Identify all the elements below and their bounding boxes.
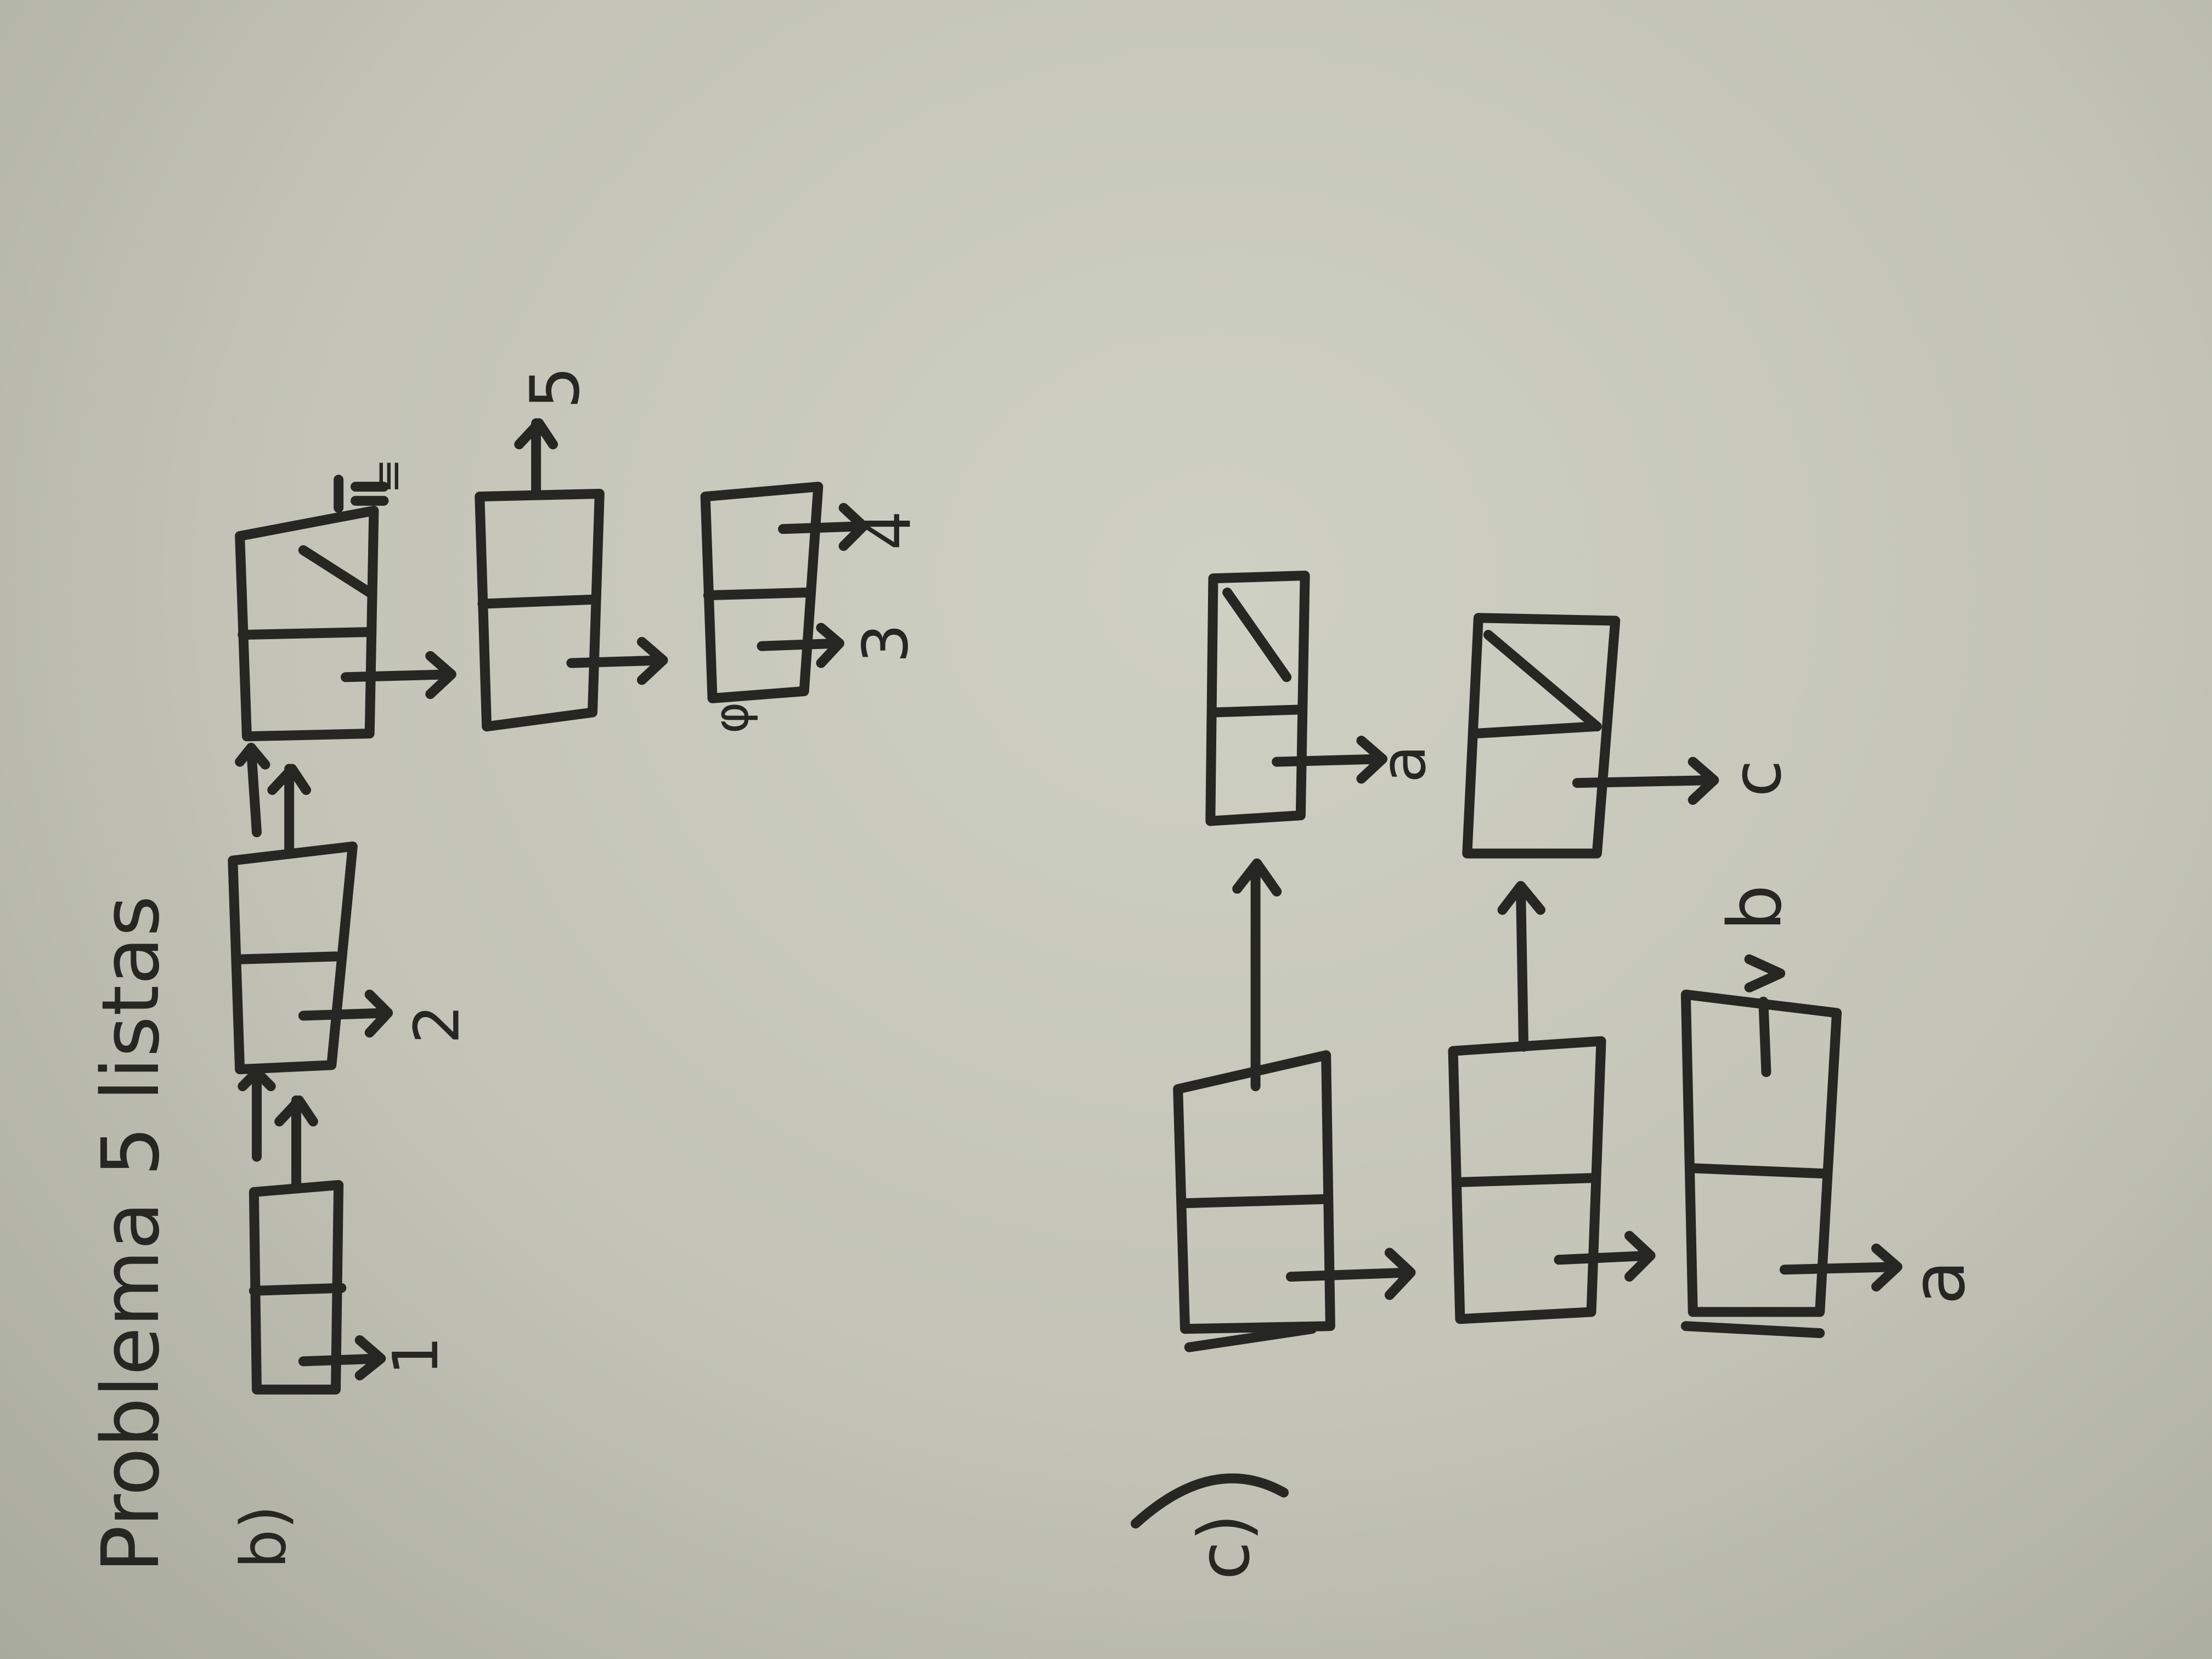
atom-node: [1462, 613, 1719, 859]
value-3: 3: [849, 624, 922, 663]
list-node: [700, 482, 868, 703]
value-a-bottom: a: [1895, 1260, 1981, 1305]
list-node: [228, 764, 393, 1075]
value-5: 5: [516, 366, 595, 409]
empty-mark: φ: [703, 702, 759, 733]
value-1: 1: [380, 1336, 452, 1375]
list-node: [475, 418, 668, 732]
value-a-top: a: [1367, 745, 1440, 783]
list-node: [1448, 881, 1656, 1324]
value-c: c: [1718, 760, 1797, 797]
part-b-label: b): [227, 1505, 300, 1568]
list-node: [1680, 954, 1903, 1338]
list-node: [249, 1095, 386, 1395]
value-4: 4: [853, 511, 925, 550]
bracket-mark: [1131, 1473, 1289, 1529]
atom-node: [1205, 571, 1387, 826]
list-node: [235, 475, 456, 742]
part-c-label: c): [1184, 1514, 1266, 1580]
list-node: [1173, 858, 1416, 1352]
problem-title: Problema 5 listas: [84, 895, 177, 1573]
value-2: 2: [401, 1005, 473, 1044]
value-b: b: [1712, 884, 1798, 931]
null-mark: ≡: [363, 458, 413, 494]
